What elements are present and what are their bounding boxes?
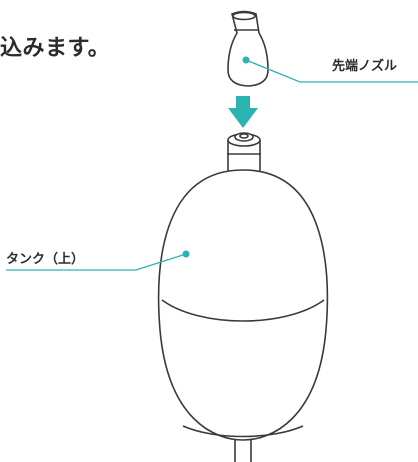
tank-leader-line bbox=[6, 250, 190, 271]
tank-body bbox=[157, 169, 329, 462]
nozzle-label: 先端ノズル bbox=[332, 59, 398, 74]
nozzle-leader-line bbox=[242, 56, 418, 83]
tank-upper-label: タンク（上） bbox=[6, 252, 85, 267]
insert-arrow-icon bbox=[228, 96, 258, 128]
instruction-heading: 込みます。 bbox=[0, 36, 111, 61]
nozzle-tip bbox=[227, 10, 269, 87]
